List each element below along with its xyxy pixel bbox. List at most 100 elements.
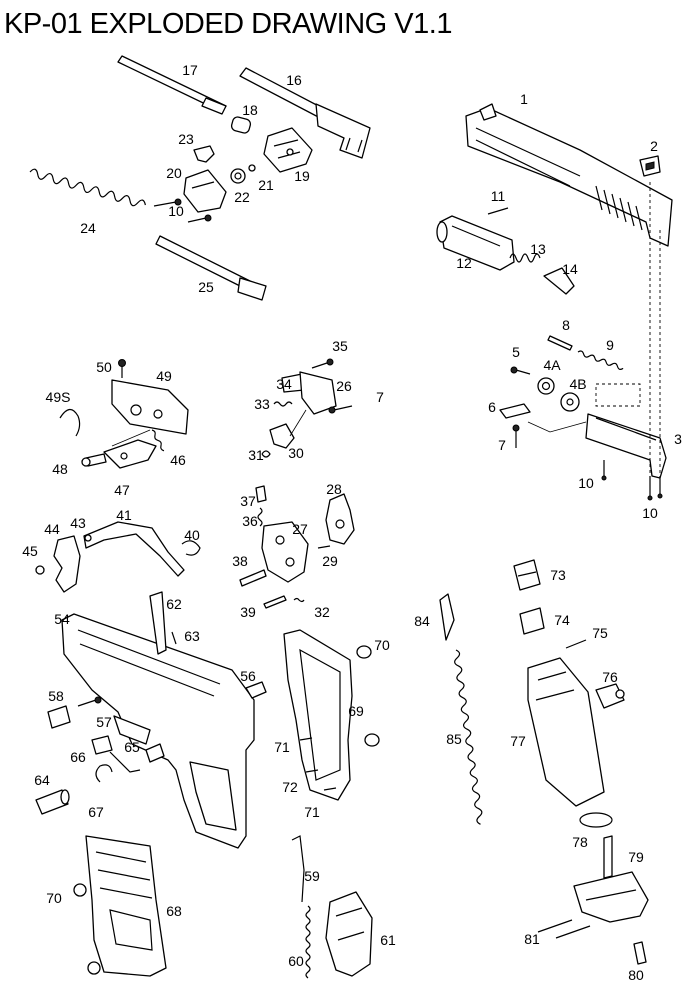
- part-85-mag-spring: [454, 649, 483, 825]
- part-29-pin: [317, 545, 331, 549]
- part-80-screw: [633, 941, 647, 965]
- part-56-catch: [245, 681, 267, 699]
- label-35: 35: [332, 338, 348, 354]
- part-49S-spring: [59, 408, 81, 437]
- part-81-pins: [537, 919, 591, 939]
- label-33: 33: [254, 396, 270, 412]
- part-65-plate: [145, 743, 165, 763]
- label-41: 41: [116, 507, 132, 523]
- leader-30-block: [289, 409, 307, 437]
- label-25: 25: [198, 279, 214, 295]
- label-32: 32: [314, 604, 330, 620]
- part-12-nozzle: [436, 215, 515, 271]
- label-50: 50: [96, 359, 112, 375]
- label-74: 74: [554, 612, 570, 628]
- part-50-screw: [118, 359, 126, 378]
- part-77-magazine: [527, 657, 605, 807]
- part-31-spring: [261, 450, 271, 458]
- label-49: 49: [156, 368, 172, 384]
- part-57-screw: [77, 696, 102, 707]
- label-4B: 4B: [569, 376, 586, 392]
- label-23: 23: [178, 131, 194, 147]
- part-labels: 1 2 3 4A 4B 5 6 7 7 8 9 10 10 10 11 12 1…: [22, 62, 682, 983]
- label-78: 78: [572, 834, 588, 850]
- part-69-grip-frame: [283, 629, 353, 801]
- part-18-bushing: [230, 116, 252, 134]
- part-24-recoil-spring: [29, 168, 146, 207]
- label-28: 28: [326, 481, 342, 497]
- part-23-clip: [193, 145, 215, 163]
- part-63-spring: [171, 631, 177, 645]
- label-79: 79: [628, 849, 644, 865]
- label-56: 56: [240, 668, 256, 684]
- part-73-follower: [513, 559, 541, 591]
- part-64-cylinder: [35, 789, 70, 815]
- leader-49-sear: [111, 429, 151, 447]
- part-7-screw-block: [328, 405, 353, 414]
- label-73: 73: [550, 567, 566, 583]
- label-8: 8: [562, 317, 570, 333]
- part-66-slide-stop: [91, 735, 141, 773]
- part-6-block: [499, 403, 531, 419]
- part-45-clip: [35, 565, 45, 575]
- label-6: 6: [488, 399, 496, 415]
- label-69: 69: [348, 703, 364, 719]
- page-title: KP-01 EXPLODED DRAWING V1.1: [4, 8, 452, 40]
- label-5: 5: [512, 344, 520, 360]
- part-27-hammer-housing: [261, 521, 309, 583]
- label-22: 22: [234, 189, 250, 205]
- part-16-barrel: [239, 67, 371, 159]
- label-54: 54: [54, 611, 70, 627]
- leader-6-3: [527, 421, 587, 433]
- label-12: 12: [456, 255, 472, 271]
- part-19-hopup-chamber: [263, 127, 313, 173]
- label-75: 75: [592, 625, 608, 641]
- part-49-sear-housing: [111, 379, 189, 435]
- label-48: 48: [52, 461, 68, 477]
- label-7-block: 7: [376, 389, 384, 405]
- label-13: 13: [530, 241, 546, 257]
- label-68: 68: [166, 903, 182, 919]
- part-70-screws-grip: [73, 883, 101, 975]
- part-11-pin: [487, 207, 509, 215]
- label-1: 1: [520, 91, 528, 107]
- part-37-pin: [255, 485, 267, 503]
- part-75-pin: [565, 639, 587, 649]
- label-26: 26: [336, 378, 352, 394]
- label-9: 9: [606, 337, 614, 353]
- label-40: 40: [184, 527, 200, 543]
- label-67: 67: [88, 804, 104, 820]
- label-29: 29: [322, 553, 338, 569]
- label-37: 37: [240, 493, 256, 509]
- part-70-screw-upper: [356, 645, 372, 659]
- part-48-pin: [81, 453, 107, 467]
- label-10-rear: 10: [642, 505, 658, 521]
- part-61-block: [325, 891, 373, 977]
- part-60-spring: [305, 905, 311, 979]
- part-21-small-pin: [248, 164, 256, 172]
- label-38: 38: [232, 553, 248, 569]
- part-78-o-ring: [579, 812, 613, 828]
- part-3-blowback-unit: [585, 413, 667, 479]
- part-1-slide: [465, 103, 673, 247]
- part-4B-disc: [560, 392, 580, 412]
- label-27: 27: [292, 521, 308, 537]
- part-28-hammer: [325, 493, 355, 545]
- alignment-box-slide: [595, 383, 641, 407]
- label-84: 84: [414, 613, 430, 629]
- part-5-screw: [510, 366, 531, 375]
- label-71-a: 71: [274, 739, 290, 755]
- label-31: 31: [248, 447, 264, 463]
- part-43-pin: [84, 534, 92, 542]
- label-21: 21: [258, 177, 274, 193]
- part-71-pins: [299, 737, 337, 791]
- part-14-valve: [543, 267, 575, 295]
- label-61: 61: [380, 932, 396, 948]
- part-7-screw-slide: [512, 424, 520, 448]
- label-80: 80: [628, 967, 644, 983]
- part-2-rear-sight: [639, 155, 661, 177]
- part-40-spring: [181, 540, 201, 556]
- label-43: 43: [70, 515, 86, 531]
- part-36-spring: [257, 507, 263, 527]
